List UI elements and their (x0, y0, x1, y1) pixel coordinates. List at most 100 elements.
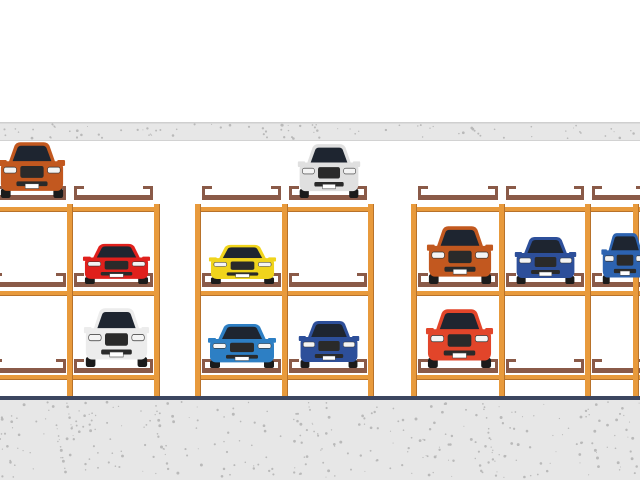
speckle (299, 422, 303, 426)
speckle (485, 417, 488, 419)
speckle (117, 405, 120, 408)
speckle (593, 448, 597, 452)
speckle (411, 472, 413, 474)
speckle (87, 126, 88, 127)
speckle (502, 136, 505, 139)
speckle (316, 129, 319, 132)
rack-post (282, 204, 288, 396)
speckle (392, 407, 395, 410)
speckle (307, 402, 310, 404)
speckle (157, 435, 160, 438)
speckle (300, 441, 303, 444)
speckle (32, 128, 35, 131)
upper-slab-texture (3, 123, 635, 140)
speckle (262, 424, 266, 428)
speckle (77, 430, 81, 434)
speckle (229, 473, 231, 476)
speckle (211, 123, 213, 125)
speckle (469, 437, 473, 441)
speckle (397, 420, 400, 423)
speckle (145, 424, 148, 426)
speckle (531, 135, 533, 138)
speckle (407, 446, 410, 450)
speckle (150, 134, 153, 136)
speckle (303, 456, 306, 458)
speckle (313, 430, 315, 433)
speckle (72, 435, 74, 437)
speckle (61, 456, 64, 459)
speckle (9, 459, 12, 462)
speckle (484, 445, 487, 448)
speckle (228, 123, 232, 127)
speckle (305, 455, 309, 458)
pallet-tray (506, 186, 584, 200)
speckle (498, 406, 500, 408)
speckle (155, 405, 157, 407)
speckle (474, 457, 477, 460)
speckle (525, 429, 529, 433)
speckle (614, 447, 617, 450)
speckle (458, 132, 460, 135)
rack-beam (414, 291, 640, 295)
speckle (606, 423, 609, 427)
speckle (158, 424, 162, 428)
speckle (94, 414, 97, 417)
speckle (9, 461, 12, 464)
speckle (32, 468, 34, 470)
speckle (363, 417, 366, 420)
speckle (478, 464, 482, 467)
pallet-tray (74, 186, 153, 200)
pallet-tray (506, 273, 584, 287)
speckle (120, 129, 123, 132)
speckle (64, 467, 66, 470)
speckle (283, 136, 286, 139)
rack-post (585, 204, 591, 396)
speckle (263, 429, 267, 433)
speckle (84, 462, 87, 466)
speckle (629, 450, 632, 453)
speckle (78, 410, 80, 412)
speckle (271, 467, 274, 471)
speckle (630, 129, 632, 132)
pallet-tray (202, 359, 281, 373)
speckle (369, 426, 373, 430)
speckle (121, 454, 124, 458)
speckle (318, 136, 321, 139)
speckle (492, 449, 494, 451)
speckle (389, 430, 392, 432)
speckle (447, 443, 450, 446)
speckle (359, 454, 362, 457)
speckle (618, 136, 622, 140)
pallet-tray (74, 273, 153, 287)
speckle (279, 435, 282, 438)
speckle (479, 134, 482, 137)
speckle (68, 453, 72, 457)
speckle (6, 444, 9, 448)
car-blue-bmw-2 (514, 236, 577, 285)
speckle (156, 410, 158, 413)
speckle (216, 408, 219, 412)
speckle (296, 419, 299, 423)
speckle (184, 448, 187, 451)
speckle (499, 416, 503, 419)
speckle (82, 425, 85, 428)
speckle (325, 476, 327, 478)
speckle (143, 443, 147, 447)
rack-post (368, 204, 374, 396)
speckle (54, 126, 56, 128)
speckle (418, 439, 422, 442)
speckle (17, 131, 20, 133)
rack-post (411, 204, 417, 396)
speckle (111, 452, 114, 455)
speckle (630, 457, 634, 461)
speckle (313, 126, 316, 129)
speckle (1, 448, 3, 450)
speckle (94, 428, 96, 431)
speckle (432, 125, 434, 128)
speckle (596, 456, 599, 460)
speckle (588, 474, 590, 476)
speckle (549, 462, 551, 464)
cars (0, 141, 640, 369)
speckle (253, 421, 256, 424)
speckle (244, 461, 247, 464)
